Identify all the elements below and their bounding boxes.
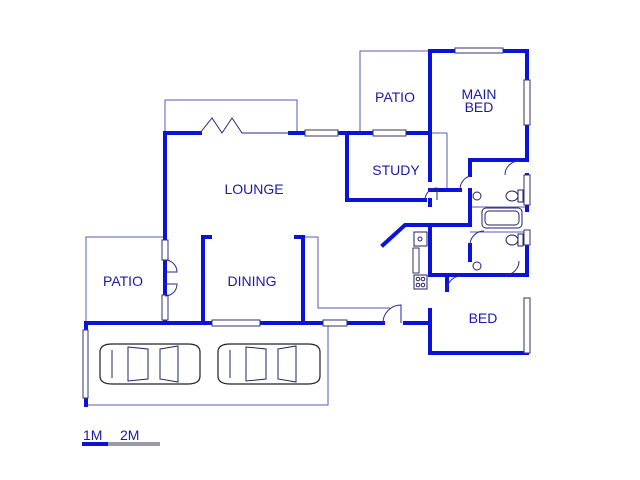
scale-label-2m: 2M <box>120 427 139 443</box>
fixtures <box>413 189 524 290</box>
room-label-main-bed-line2: BED <box>465 99 494 115</box>
room-label-main-bed-line1: MAIN <box>462 86 497 102</box>
car-right-icon <box>217 343 321 385</box>
room-label-lounge: LOUNGE <box>224 181 283 197</box>
room-label-patio-top: PATIO <box>375 89 415 105</box>
room-label-bed: BED <box>469 310 498 326</box>
windows <box>82 47 531 399</box>
scale-bar: 1M 2M <box>82 427 160 446</box>
doors <box>164 117 520 324</box>
room-label-patio-left: PATIO <box>103 273 143 289</box>
car-left-icon <box>99 343 201 385</box>
room-label-study: STUDY <box>372 162 420 178</box>
scale-label-1m: 1M <box>83 427 102 443</box>
room-label-dining: DINING <box>228 273 277 289</box>
